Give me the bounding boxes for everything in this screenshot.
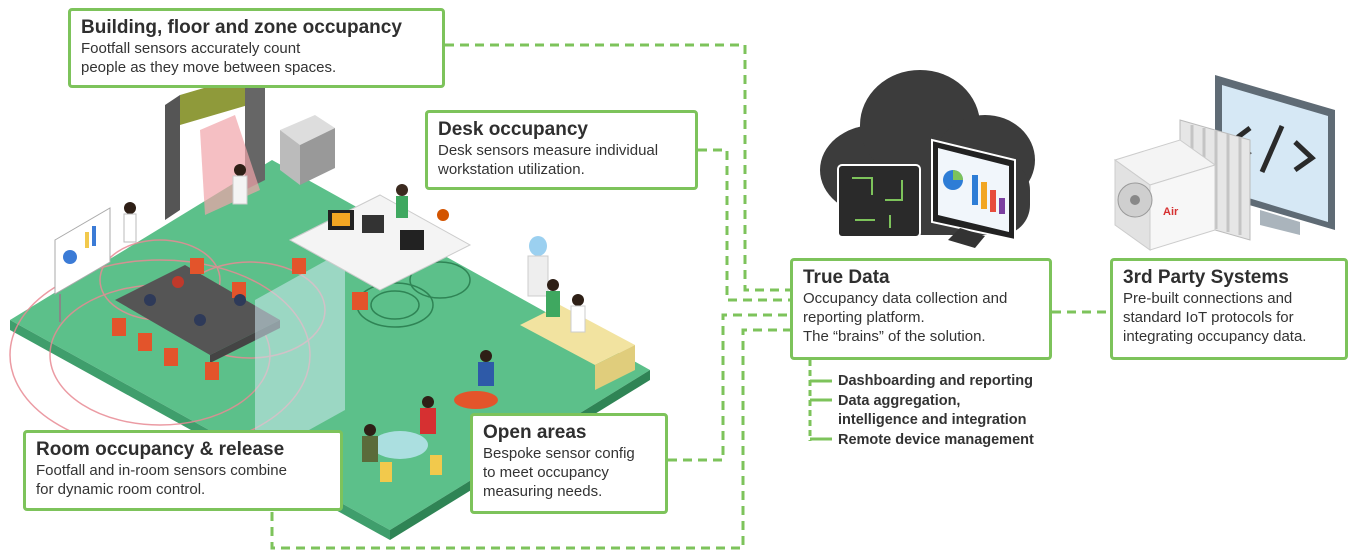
- room-occupancy-line-2: for dynamic room control.: [36, 481, 206, 498]
- room-occupancy-box: Room occupancy & release Footfall and in…: [23, 430, 343, 511]
- feature-bracket: [808, 360, 832, 441]
- monitor-chart-icon: [931, 138, 1016, 248]
- room-occupancy-title: Room occupancy & release: [36, 439, 285, 460]
- building-occupancy-box: Building, floor and zone occupancy Footf…: [68, 8, 445, 88]
- connector-building: [445, 43, 790, 292]
- desk-occupancy-line-2: workstation utilization.: [438, 161, 585, 178]
- lounge-sofa: [520, 279, 635, 390]
- open-areas-line-3: measuring needs.: [483, 483, 603, 500]
- true-data-line-3: The “brains” of the solution.: [803, 328, 986, 345]
- desk-occupancy-title: Desk occupancy: [438, 119, 588, 140]
- printer: [280, 115, 335, 185]
- building-occupancy-title: Building, floor and zone occupancy: [81, 17, 402, 38]
- feature-remote-management: Remote device management: [838, 431, 1034, 448]
- true-data-box: True Data Occupancy data collection and …: [790, 258, 1052, 360]
- third-party-line-3: integrating occupancy data.: [1123, 328, 1307, 345]
- glass-partition: [255, 250, 345, 460]
- third-party-box: 3rd Party Systems Pre-built connections …: [1110, 258, 1348, 360]
- true-data-line-2: reporting platform.: [803, 309, 925, 326]
- desk-occupancy-box: Desk occupancy Desk sensors measure indi…: [425, 110, 698, 190]
- connector-open: [668, 313, 790, 462]
- whiteboard: [54, 207, 111, 322]
- feature-list: Dashboarding and reporting Data aggregat…: [838, 372, 1034, 450]
- feature-dashboarding: Dashboarding and reporting: [838, 373, 1033, 389]
- open-areas-title: Open areas: [483, 422, 587, 443]
- true-data-line-1: Occupancy data collection and: [803, 290, 1008, 307]
- third-party-line-1: Pre-built connections and: [1123, 290, 1293, 307]
- water-cooler: [527, 236, 549, 297]
- third-party-line-2: standard IoT protocols for: [1123, 309, 1294, 326]
- room-occupancy-line-1: Footfall and in-room sensors combine: [36, 462, 287, 479]
- open-areas-line-2: to meet occupancy: [483, 464, 609, 481]
- open-areas-box: Open areas Bespoke sensor config to meet…: [470, 413, 668, 514]
- desks: [288, 184, 472, 310]
- third-party-title: 3rd Party Systems: [1123, 267, 1289, 288]
- connector-lines: [270, 43, 1110, 550]
- connector-room: [270, 328, 790, 550]
- feature-intelligence: intelligence and integration: [838, 412, 1027, 428]
- open-areas-line-1: Bespoke sensor config: [483, 445, 635, 462]
- true-data-title: True Data: [803, 267, 890, 288]
- building-occupancy-line-1: Footfall sensors accurately count: [81, 40, 301, 57]
- open-area: [362, 350, 498, 482]
- connector-desk: [698, 148, 790, 302]
- feature-data-aggregation: Data aggregation,: [838, 392, 961, 409]
- building-occupancy-line-2: people as they move between spaces.: [81, 59, 337, 76]
- ac-brand-label: Air: [1163, 206, 1179, 218]
- air-conditioner-icon: Air: [1113, 139, 1217, 251]
- desk-occupancy-line-1: Desk sensors measure individual: [438, 142, 659, 159]
- chip-icon: [837, 164, 921, 252]
